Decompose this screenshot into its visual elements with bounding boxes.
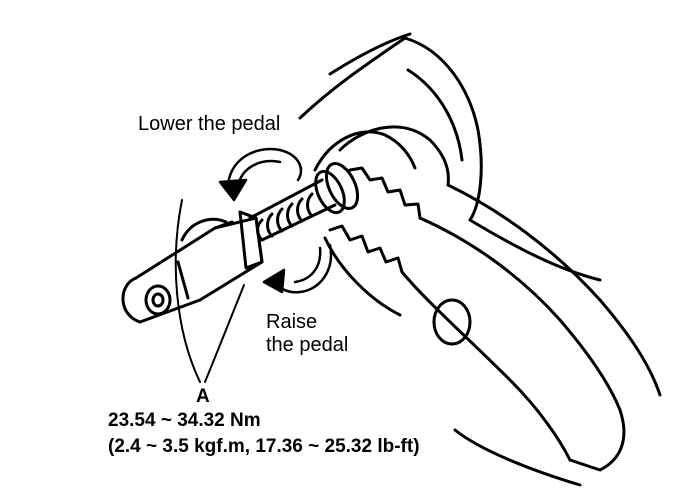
raise-rotation-arrow: [262, 243, 333, 294]
raise-label-line2: the pedal: [266, 334, 349, 356]
lower-rotation-arrow: [218, 147, 303, 202]
raise-label-line1: Raise: [266, 311, 318, 333]
part-a-label: A: [196, 386, 210, 407]
clevis-part-a: [121, 210, 264, 324]
lower-the-pedal-label: Lower the pedal: [138, 113, 281, 135]
part-a-leaders: [174, 199, 245, 383]
torque-alt-units-label: (2.4 ~ 3.5 kgf.m, 17.36 ~ 25.32 lb-ft): [108, 436, 420, 457]
torque-nm-label: 23.54 ~ 34.32 Nm: [108, 410, 261, 431]
pedal-bracket: [298, 32, 602, 487]
pliers: [313, 125, 662, 472]
threaded-rod: [248, 162, 360, 242]
